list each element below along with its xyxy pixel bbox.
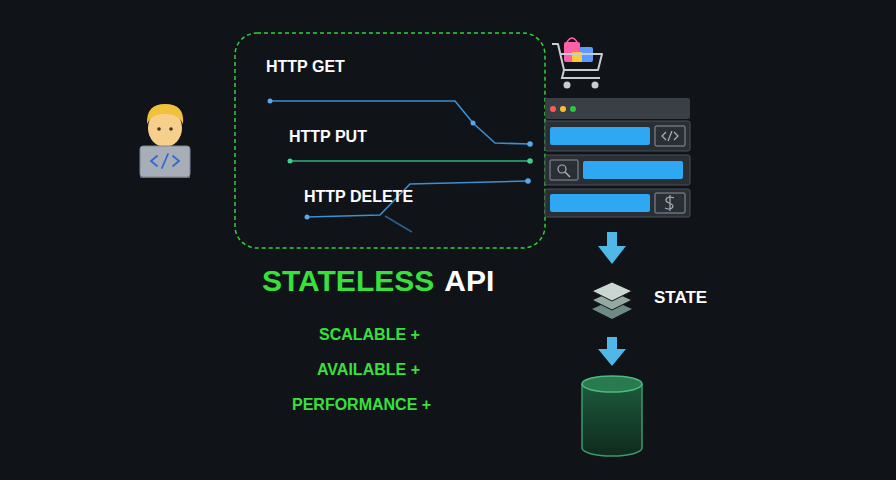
benefit-item: SCALABLE + [319,326,420,344]
api-boundary [235,33,545,248]
http-method: HTTP GET [266,58,345,76]
heading-word: STATELESS [262,264,434,299]
request-lines [270,101,530,232]
server-stack [545,98,690,217]
layers-icon [592,282,632,319]
shopping-cart-icon [552,38,602,89]
developer-icon [140,104,190,178]
http-method: HTTP DELETE [304,188,413,206]
benefit-item: AVAILABLE + [317,361,420,379]
benefit-item: PERFORMANCE + [292,396,431,414]
line-dots [268,99,533,220]
http-method: HTTP PUT [289,128,367,146]
heading-word: API [444,264,494,299]
state-label: STATE [654,288,707,308]
database-cylinder [582,376,642,456]
